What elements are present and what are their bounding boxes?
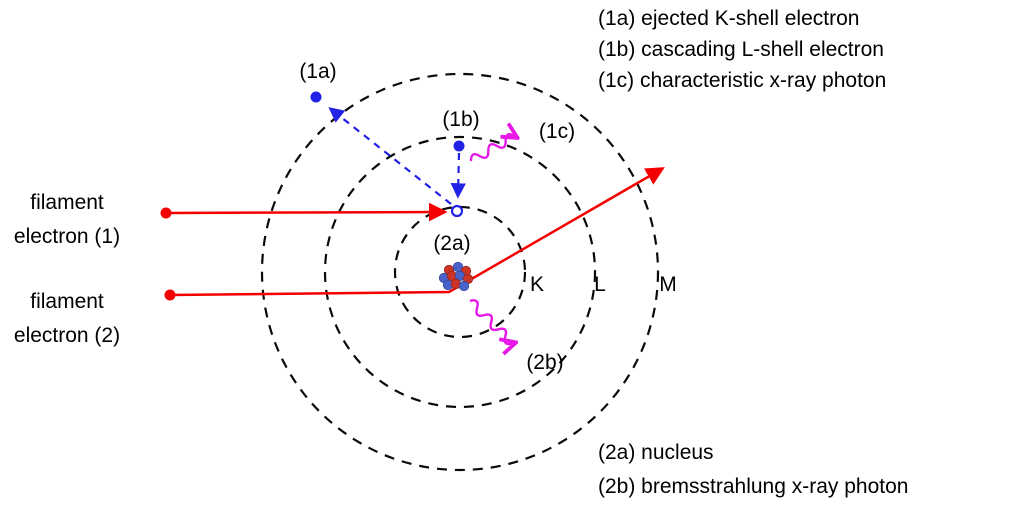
legend-bottom-line-2b: (2b) bremsstrahlung x-ray photon — [598, 475, 908, 498]
label-1a: (1a) — [299, 60, 336, 83]
cascading-electron-path — [450, 152, 466, 199]
filament1-label-line1: filament — [30, 191, 104, 214]
m-shell-circle — [260, 72, 660, 472]
label-2b: (2b) — [526, 351, 563, 374]
nucleus — [438, 261, 474, 292]
bremsstrahlung-photon-wave — [469, 299, 516, 347]
shell-label-l: L — [594, 273, 606, 296]
ejected-electron-dot — [310, 91, 322, 103]
filament1-label-line2: electron (1) — [14, 225, 120, 248]
legend-top: (1a) ejected K-shell electron (1b) casca… — [598, 7, 886, 92]
ejected-electron-path — [328, 107, 452, 205]
filament2-label-line1: filament — [30, 290, 104, 313]
shell-label-k: K — [530, 273, 544, 296]
legend-bottom-line-2a: (2a) nucleus — [598, 441, 714, 464]
legend-top-line-1a: (1a) ejected K-shell electron — [598, 7, 859, 30]
filament-electron-1-path — [165, 202, 448, 222]
label-2a: (2a) — [433, 232, 470, 255]
legend-top-line-1c: (1c) characteristic x-ray photon — [598, 69, 886, 92]
shell-label-m: M — [659, 273, 677, 296]
l-shell-circle — [323, 135, 597, 409]
k-shell-vacancy — [450, 204, 464, 218]
filament-electron-2-path — [169, 167, 665, 297]
characteristic-photon-wave — [469, 132, 517, 162]
label-1b: (1b) — [442, 108, 479, 131]
k-shell-circle — [393, 205, 527, 339]
label-1c: (1c) — [539, 120, 575, 143]
legend-bottom: (2a) nucleus (2b) bremsstrahlung x-ray p… — [598, 441, 908, 498]
legend-top-line-1b: (1b) cascading L-shell electron — [598, 38, 884, 61]
cascading-electron-dot — [453, 140, 465, 152]
filament2-label-line2: electron (2) — [14, 324, 120, 347]
